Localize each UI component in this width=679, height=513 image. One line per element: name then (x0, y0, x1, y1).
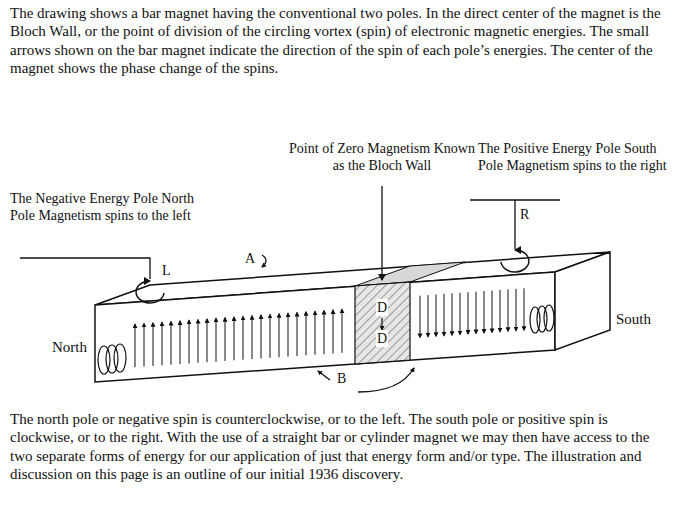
closing-paragraph: The north pole or negative spin is count… (10, 410, 672, 483)
spin-arrow (153, 323, 154, 366)
spin-arrow (297, 313, 298, 356)
spin-arrow (198, 320, 199, 363)
arrow (381, 318, 382, 330)
spin-arrow (315, 311, 316, 354)
bloch-wall-callout: Point of Zero Magnetism Known as the Blo… (282, 140, 482, 174)
north-pole-callout: The Negative Energy Pole North Pole Magn… (10, 190, 202, 224)
spin-arrow (444, 294, 445, 336)
spin-arrow (428, 295, 429, 337)
spin-arrow (288, 313, 289, 356)
spin-arrow (207, 319, 208, 362)
spin-arrow (261, 315, 262, 358)
spin-arrow (324, 311, 325, 354)
curved-arrow (358, 368, 414, 392)
right-spin-circle (501, 250, 529, 272)
spin-arrow (452, 293, 453, 335)
spin-arrow (252, 316, 253, 359)
spin-arrow (180, 321, 181, 364)
point-letter: D (376, 330, 388, 347)
spin-arrow (436, 295, 437, 337)
point-letter: A (245, 250, 255, 267)
spin-arrow (243, 316, 244, 359)
spin-arrow (484, 291, 485, 333)
spin-arrow (492, 291, 493, 333)
spin-arrow (460, 293, 461, 335)
curved-arrow (262, 255, 266, 267)
spin-arrow (516, 289, 517, 331)
spin-arrow (468, 292, 469, 334)
spin-arrow (144, 323, 145, 366)
spin-arrow (189, 320, 190, 363)
point-letter: B (337, 370, 346, 387)
spin-arrow (225, 318, 226, 361)
pole-label: South (616, 310, 651, 328)
spin-arrow (171, 322, 172, 365)
spin-arrow (333, 310, 334, 354)
south-pole-callout: The Positive Energy Pole South Pole Magn… (478, 140, 668, 174)
spin-arrow (500, 290, 501, 332)
spin-arrows (135, 288, 524, 367)
spin-arrow (524, 288, 525, 330)
intro-paragraph: The drawing shows a bar magnet having th… (10, 4, 672, 77)
spin-letter: L (162, 262, 171, 279)
leader-line (20, 258, 150, 279)
spin-arrow (279, 314, 280, 357)
bloch-wall-front (355, 282, 410, 364)
spin-arrow (508, 289, 509, 331)
spin-arrow (306, 312, 307, 355)
magnet-end-face (555, 252, 610, 350)
spin-arrow (162, 322, 163, 365)
spin-letter: R (520, 206, 529, 223)
leader-line (470, 200, 560, 249)
spin-arrow (420, 296, 421, 338)
coil-loops (98, 305, 554, 374)
spin-arrow (216, 318, 217, 361)
point-letter: D (376, 299, 388, 316)
spin-arrow (342, 309, 343, 353)
leader-line (381, 186, 382, 280)
spin-arrow (270, 314, 271, 357)
magnet-front-face (95, 272, 555, 382)
spin-arrow (135, 324, 136, 367)
arrow (318, 371, 330, 380)
spin-arrow (476, 292, 477, 334)
pole-label: North (52, 338, 87, 356)
spin-arrow (234, 317, 235, 360)
left-spin-circle (136, 281, 164, 303)
